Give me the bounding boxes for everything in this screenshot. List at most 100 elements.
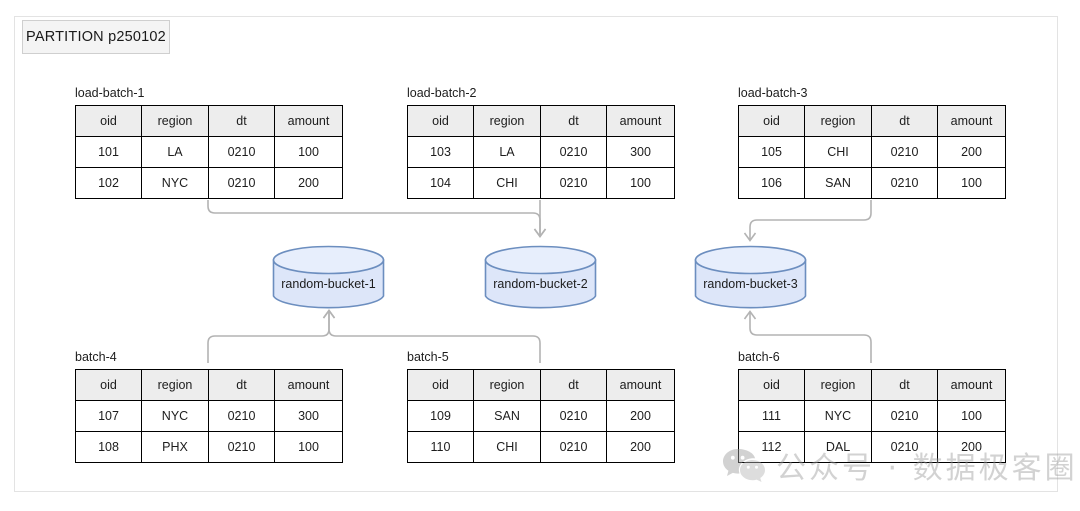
- column-header-dt: dt: [871, 105, 938, 137]
- column-header-amount: amount: [937, 105, 1006, 137]
- cell-amount: 100: [274, 136, 343, 168]
- batch-block-batch-6: batch-6 oid region dt amount 111 NYC 021…: [738, 350, 1006, 463]
- cell-region: LA: [141, 136, 209, 168]
- cell-region: NYC: [141, 400, 209, 432]
- cell-region: NYC: [141, 167, 209, 199]
- bucket-random-bucket-2[interactable]: random-bucket-2: [484, 245, 597, 311]
- column-header-oid: oid: [738, 105, 805, 137]
- column-header-amount: amount: [606, 105, 675, 137]
- cell-oid: 112: [738, 431, 805, 463]
- table-row: 108 PHX 0210 100: [75, 431, 343, 463]
- batch-block-batch-4: batch-4 oid region dt amount 107 NYC 021…: [75, 350, 343, 463]
- cell-dt: 0210: [208, 136, 275, 168]
- column-header-oid: oid: [407, 105, 474, 137]
- table-row: 101 LA 0210 100: [75, 136, 343, 168]
- column-header-dt: dt: [540, 105, 607, 137]
- cell-amount: 300: [606, 136, 675, 168]
- cell-dt: 0210: [208, 400, 275, 432]
- batch-table: oid region dt amount 103 LA 0210 300 104…: [407, 105, 675, 199]
- batch-title: load-batch-1: [75, 86, 145, 100]
- cylinder-shape: [272, 245, 385, 309]
- cell-oid: 104: [407, 167, 474, 199]
- cell-amount: 100: [937, 400, 1006, 432]
- table-row: 106 SAN 0210 100: [738, 167, 1006, 199]
- cell-dt: 0210: [208, 167, 275, 199]
- cell-region: SAN: [804, 167, 872, 199]
- batch-block-load-batch-3: load-batch-3 oid region dt amount 105 CH…: [738, 86, 1006, 199]
- bucket-random-bucket-3[interactable]: random-bucket-3: [694, 245, 807, 311]
- cell-dt: 0210: [871, 167, 938, 199]
- table-row: 112 DAL 0210 200: [738, 431, 1006, 463]
- column-header-oid: oid: [75, 369, 142, 401]
- batch-table: oid region dt amount 105 CHI 0210 200 10…: [738, 105, 1006, 199]
- batch-table: oid region dt amount 109 SAN 0210 200 11…: [407, 369, 675, 463]
- column-header-amount: amount: [606, 369, 675, 401]
- column-header-dt: dt: [208, 105, 275, 137]
- cell-amount: 100: [606, 167, 675, 199]
- column-header-region: region: [473, 369, 541, 401]
- cell-amount: 200: [606, 431, 675, 463]
- table-row: 103 LA 0210 300: [407, 136, 675, 168]
- table-row: 102 NYC 0210 200: [75, 167, 343, 199]
- cell-oid: 105: [738, 136, 805, 168]
- column-header-amount: amount: [274, 369, 343, 401]
- cell-oid: 111: [738, 400, 805, 432]
- cell-oid: 110: [407, 431, 474, 463]
- table-row: 104 CHI 0210 100: [407, 167, 675, 199]
- table-row: 107 NYC 0210 300: [75, 400, 343, 432]
- cell-amount: 300: [274, 400, 343, 432]
- batch-table: oid region dt amount 111 NYC 0210 100 11…: [738, 369, 1006, 463]
- batch-block-load-batch-2: load-batch-2 oid region dt amount 103 LA…: [407, 86, 675, 199]
- cell-dt: 0210: [540, 167, 607, 199]
- batch-title: batch-4: [75, 350, 117, 364]
- cell-dt: 0210: [540, 400, 607, 432]
- table-row: 105 CHI 0210 200: [738, 136, 1006, 168]
- batch-block-load-batch-1: load-batch-1 oid region dt amount 101 LA…: [75, 86, 343, 199]
- cell-oid: 103: [407, 136, 474, 168]
- batch-title: load-batch-3: [738, 86, 808, 100]
- batch-title: batch-5: [407, 350, 449, 364]
- cell-region: DAL: [804, 431, 872, 463]
- column-header-region: region: [804, 369, 872, 401]
- column-header-oid: oid: [75, 105, 142, 137]
- batch-block-batch-5: batch-5 oid region dt amount 109 SAN 021…: [407, 350, 675, 463]
- batch-title: batch-6: [738, 350, 780, 364]
- bucket-label: random-bucket-1: [281, 276, 376, 291]
- cell-region: CHI: [473, 431, 541, 463]
- column-header-amount: amount: [937, 369, 1006, 401]
- table-row: 111 NYC 0210 100: [738, 400, 1006, 432]
- table-header-row: oid region dt amount: [407, 369, 675, 401]
- cell-dt: 0210: [208, 431, 275, 463]
- column-header-region: region: [141, 369, 209, 401]
- bucket-random-bucket-1[interactable]: random-bucket-1: [272, 245, 385, 311]
- cell-region: CHI: [473, 167, 541, 199]
- cell-oid: 106: [738, 167, 805, 199]
- bucket-label: random-bucket-3: [703, 276, 798, 291]
- cell-dt: 0210: [871, 400, 938, 432]
- cell-oid: 101: [75, 136, 142, 168]
- cylinder-shape: [484, 245, 597, 309]
- cell-oid: 102: [75, 167, 142, 199]
- table-header-row: oid region dt amount: [75, 369, 343, 401]
- cell-region: NYC: [804, 400, 872, 432]
- cell-region: SAN: [473, 400, 541, 432]
- cell-amount: 100: [274, 431, 343, 463]
- cell-region: LA: [473, 136, 541, 168]
- bucket-label: random-bucket-2: [493, 276, 588, 291]
- column-header-region: region: [141, 105, 209, 137]
- cell-dt: 0210: [540, 136, 607, 168]
- column-header-region: region: [804, 105, 872, 137]
- column-header-dt: dt: [540, 369, 607, 401]
- column-header-oid: oid: [407, 369, 474, 401]
- table-header-row: oid region dt amount: [738, 105, 1006, 137]
- cylinder-shape: [694, 245, 807, 309]
- batch-title: load-batch-2: [407, 86, 477, 100]
- cell-dt: 0210: [871, 136, 938, 168]
- cell-dt: 0210: [540, 431, 607, 463]
- cell-amount: 200: [274, 167, 343, 199]
- column-header-oid: oid: [738, 369, 805, 401]
- cell-region: PHX: [141, 431, 209, 463]
- cell-oid: 109: [407, 400, 474, 432]
- cell-amount: 200: [937, 431, 1006, 463]
